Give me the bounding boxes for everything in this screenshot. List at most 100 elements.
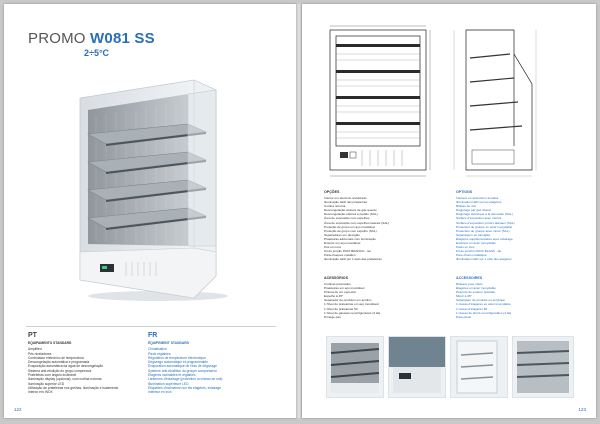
detail-photo-interior [512, 336, 574, 398]
options-list-pt: Interior em alumínio anodizado Iluminaçã… [324, 196, 446, 262]
detail-photo-side [450, 336, 508, 398]
page-title: PROMO W081 SS [28, 30, 155, 47]
list-item: Évaporation automatique de l'eau de dégi… [148, 364, 217, 369]
list-item: Cortina noturna [324, 204, 346, 209]
list-item: Pare-chocs métallique [456, 253, 487, 258]
list-item: Iluminação LED por 1 lado das prateleira… [324, 257, 382, 262]
list-item: Descongelação automática e programada [28, 360, 90, 365]
list-item: Lanternes d'éclairage (protection ou rid… [148, 377, 223, 382]
list-item: Cortinas para lados [324, 282, 351, 286]
list-item: Prateleiras com ângulo inclinável [28, 373, 77, 378]
language-label-fr: FR [148, 332, 158, 339]
list-item: Dégivrage électrique à la demande (SAL) [456, 212, 513, 217]
list-item: Separadores em plexiglás [324, 232, 360, 237]
list-item: Espelho à 45° [324, 294, 344, 299]
list-item: Pára-choques metálico [324, 253, 356, 258]
list-item: Área de exposição com espelhos [324, 216, 370, 221]
list-item: Proteção de grupo com espelho (SAL) [324, 228, 377, 233]
list-item: Exterior em aço inoxidável [324, 241, 361, 246]
list-item: Pintura de cor especial [324, 290, 356, 295]
list-item: Pieds en inox [456, 245, 475, 250]
title-model: W081 SS [90, 30, 155, 47]
section-divider [26, 326, 276, 327]
list-item: Iluminação LED nas prateleiras [324, 200, 367, 205]
list-item: Iluminação display (opcional), com corti… [28, 377, 102, 382]
left-page: PROMO W081 SS 2÷5°C [4, 4, 296, 418]
list-item: Intérieur en inox [148, 390, 172, 395]
list-item: 1 niveau d'étagères 50 [456, 306, 488, 311]
list-item: 1 Nível de prateleiras 50 [324, 306, 358, 311]
list-item: 1 Nível de gavetas reconfiguráveis (4 la… [324, 310, 381, 315]
side-view-drawing [453, 29, 537, 177]
standard-equipment-pt: EQUIPAMENTO STANDARD Amplified Pés nivel… [28, 341, 146, 395]
front-view-drawing [329, 25, 431, 177]
list-item: Pés em inox [324, 245, 342, 250]
list-item: Rideau de nuit [456, 204, 476, 209]
list-item: Peinture de couleur spéciale [456, 290, 496, 295]
accessories-list-pt: Cortinas para lados Prateleiras em aço i… [324, 282, 446, 319]
list-item: Descongelação elétrica a pedido (SAL) [324, 212, 378, 217]
right-page: OPÇÕES Interior em alumínio anodizado Il… [302, 4, 596, 418]
list-item: Protection du groupe en acier inoxydable [456, 224, 513, 229]
page-number-right: 123 [578, 407, 586, 412]
list-item: Protege-pés [324, 314, 341, 319]
list-item: Étiquettes d'inclinaison sur les étagère… [148, 385, 222, 390]
list-item: Surface d'exposition miroirs latéraux (S… [456, 220, 515, 225]
list-item: Extérieur en acier inoxydable [456, 241, 496, 246]
detail-photo-base [388, 336, 446, 398]
temperature-range: 2÷5°C [84, 48, 110, 58]
language-label-pt: PT [28, 332, 37, 339]
options-heading-pt: OPÇÕES [324, 190, 340, 194]
list-item: Interior em alumínio anodizado [324, 196, 367, 200]
list-item: Interior em INOX [28, 390, 53, 395]
list-item: Étagères inclinables et réglables [148, 373, 196, 378]
list-item: Proteção de grupo em aço inoxidável [324, 224, 376, 229]
list-item: Pés niveladores [28, 351, 52, 356]
detail-photo-shelves [326, 336, 384, 398]
list-item: 1 niveau de tiroirs reconfigurables (4 l… [456, 310, 512, 315]
accessories-heading-pt: ACESSÓRIOS [324, 276, 348, 280]
list-item: Séparateurs en plexiglas [456, 232, 491, 237]
list-item: Étagères en acier inoxydable [456, 286, 496, 291]
list-item: Prateleiras em aço inoxidável [324, 286, 365, 291]
list-item: Surface d'exposition avec miroirs [456, 216, 502, 221]
list-item: Evaporação automática da água de descong… [28, 364, 104, 369]
list-item: Séparateur de produits en acrylique [456, 298, 506, 303]
list-item: Iluminação superior LED [28, 381, 65, 386]
book-spine [296, 4, 302, 418]
list-item: Separador de produtos em acrílico [324, 298, 372, 303]
list-item: Étagères supplémentaires avec éclairage [456, 236, 513, 241]
list-item: Illumination LED sur les étagères [456, 200, 502, 205]
list-item: Controlador eletrónico de temperatura [28, 355, 84, 360]
list-item: Dégivrage automatique et programmable [148, 360, 208, 365]
list-item: Prateleiras adicionais com iluminação [324, 236, 376, 241]
accessories-list-fr: Rideaux pour côtés Étagères en acier ino… [456, 282, 578, 319]
list-item: Dégivrage par gaz chaud [456, 208, 491, 213]
list-item: Sistema anti-ebulição do grupo compresso… [28, 368, 92, 373]
list-item: Illumination supérieure LED [148, 381, 189, 386]
product-photo [79, 79, 228, 301]
list-item: 1 niveau d'étagères en acier inoxydable [456, 302, 511, 307]
list-item: Utilização de prateleiras nos grelhas, i… [28, 385, 119, 390]
options-list-fr: Intérieur en aluminium anodisé Illuminat… [456, 196, 578, 262]
list-item: Pieds réglables [148, 351, 171, 356]
standard-heading-pt: EQUIPAMENTO STANDARD [28, 341, 72, 345]
list-item: Descongelação através de gás quente [324, 208, 377, 213]
standard-heading-fr: ÉQUIPEMENT STANDARD [148, 341, 189, 345]
list-item: Intérieur en aluminium anodisé [456, 196, 499, 200]
list-item: Área de exposição com espelhos laterais … [324, 220, 390, 225]
list-item: Régulation de température électronique [148, 355, 206, 360]
list-item: Pare-pieds [456, 314, 471, 319]
standard-equipment-fr: ÉQUIPEMENT STANDARD Climatisation Pieds … [148, 341, 266, 395]
list-item: Illumination LED sur 1 côté des étagères [456, 257, 512, 262]
page-number-left: 122 [14, 407, 22, 412]
list-item: Kit de junção INOX BRANCO - lat. [324, 249, 372, 254]
list-item: Amplified [28, 347, 42, 352]
list-item: Système anti-ébullition du groupe compre… [148, 368, 217, 373]
list-item: Climatisation [148, 347, 167, 352]
list-item: 1 Nível de prateleiras em aço inoxidável [324, 302, 379, 307]
title-prefix: PROMO [28, 30, 86, 47]
list-item: Protection du groupe avec miroir (SAL) [456, 228, 510, 233]
list-item: Kit de jonction INOX BLANC - lat. [456, 249, 502, 254]
options-heading-fr: OPTIONS [456, 190, 473, 194]
